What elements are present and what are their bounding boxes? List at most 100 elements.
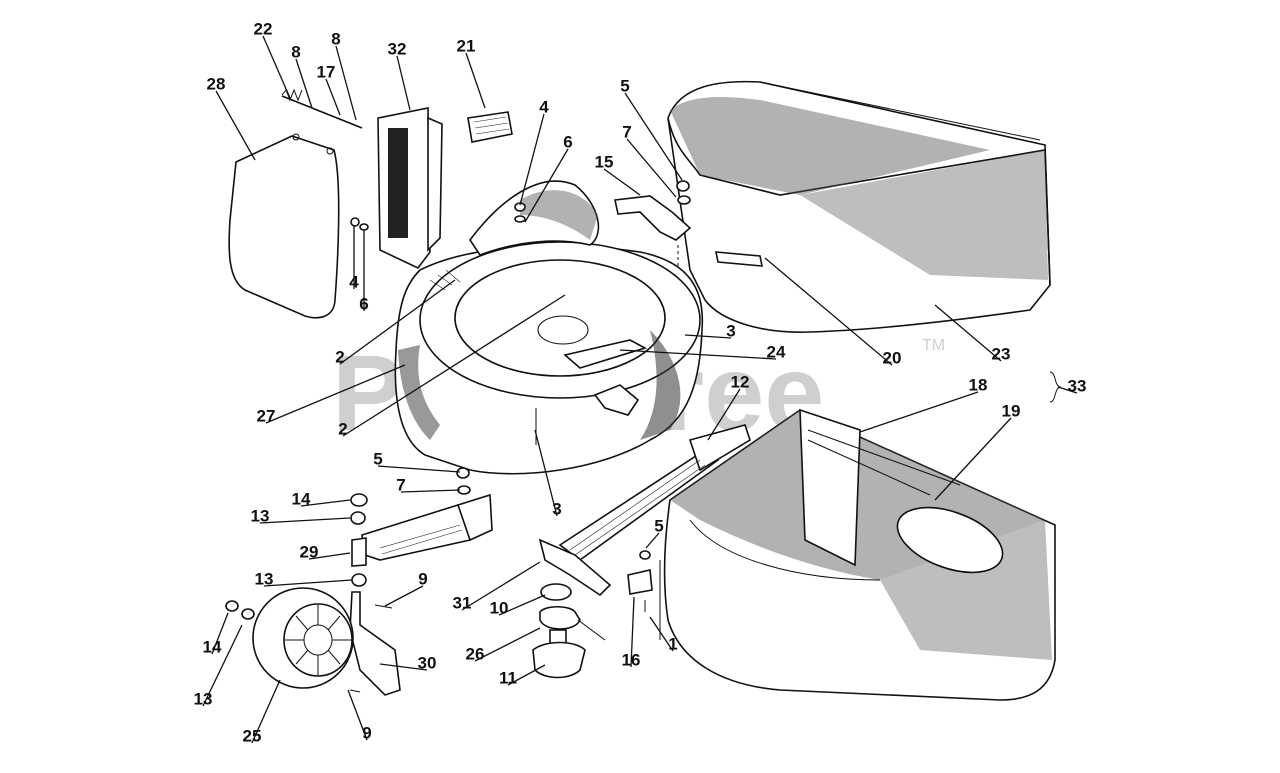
callout-c4a: 4 <box>539 97 549 116</box>
part-rod-spring <box>281 88 363 129</box>
callout-c21: 21 <box>457 36 476 55</box>
leader-line-c17 <box>325 78 341 116</box>
callout-c5a: 5 <box>620 76 629 95</box>
part-wheel <box>225 587 354 689</box>
callout-c6b: 6 <box>359 294 368 313</box>
leader-line-c21 <box>465 52 486 109</box>
leader-line-c5a <box>624 92 683 181</box>
leader-line-c33 <box>1057 386 1078 394</box>
callout-c25: 25 <box>243 726 262 745</box>
callout-c16: 16 <box>622 650 641 669</box>
leader-line-c8b <box>335 45 357 121</box>
leader-line-c22 <box>262 35 291 99</box>
callout-c3a: 3 <box>726 321 735 340</box>
callout-c27: 27 <box>257 406 276 425</box>
callout-c7a: 7 <box>622 122 631 141</box>
leader-line-c20 <box>764 257 893 366</box>
part-strip <box>715 251 763 267</box>
group-bracket-33 <box>1049 371 1062 403</box>
callout-c32: 32 <box>388 39 407 58</box>
callout-c31: 31 <box>453 593 472 612</box>
part-tag <box>467 111 513 143</box>
watermark-trademark: TM <box>922 337 945 354</box>
callout-c18: 18 <box>969 375 988 394</box>
callout-c30: 30 <box>418 653 437 672</box>
callout-c15: 15 <box>595 152 614 171</box>
callout-c23: 23 <box>992 344 1011 363</box>
callout-c24: 24 <box>767 342 786 361</box>
callout-c33: 33 <box>1068 376 1087 395</box>
callout-c14a: 14 <box>292 489 311 508</box>
part-handle-bracket <box>614 180 692 330</box>
part-small-hardware <box>350 217 369 231</box>
callout-c20: 20 <box>883 348 902 367</box>
leader-line-c4a <box>519 113 545 206</box>
part-lever <box>563 339 648 416</box>
leader-line-c1 <box>649 616 674 652</box>
callout-c11: 11 <box>499 668 517 687</box>
part-side-cover <box>228 133 340 319</box>
leader-line-c6a <box>524 148 569 223</box>
callout-c12: 12 <box>731 372 750 391</box>
part-discharge-chute <box>469 180 600 256</box>
leader-line-c5c <box>645 532 660 549</box>
part-bracket <box>377 107 443 270</box>
callout-c28: 28 <box>207 74 226 93</box>
callout-c26: 26 <box>466 644 485 663</box>
leader-line-c31 <box>461 561 541 611</box>
callout-c2b: 2 <box>338 419 347 438</box>
leader-line-c23 <box>934 304 1002 362</box>
part-grass-bag <box>659 408 1056 701</box>
callout-c29: 29 <box>300 542 319 561</box>
leader-line-c32 <box>396 55 411 111</box>
leader-line-c2b <box>342 294 566 437</box>
callout-c19: 19 <box>1002 401 1021 420</box>
part-deck-bolts <box>456 408 537 495</box>
callout-c3b: 3 <box>552 499 561 518</box>
callout-c9a: 9 <box>418 569 427 588</box>
leader-line-c2a <box>339 279 456 365</box>
callout-c13c: 13 <box>194 689 213 708</box>
part-axle-arm <box>350 493 493 587</box>
callout-c10: 10 <box>490 598 509 617</box>
leader-line-c16 <box>630 596 635 668</box>
callout-c6a: 6 <box>563 132 572 151</box>
leader-line-c7b <box>400 489 461 493</box>
leader-line-c13a <box>259 517 351 524</box>
leader-line-c9b <box>347 689 368 741</box>
leader-line-c13c <box>202 624 243 707</box>
leader-line-c30 <box>379 663 428 671</box>
leader-line-c11 <box>507 664 546 686</box>
leader-line-c19 <box>934 417 1012 501</box>
part-pivot-assembly <box>532 583 606 679</box>
callout-leaders <box>202 35 1078 744</box>
leader-line-c26 <box>474 627 541 662</box>
callout-c22: 22 <box>254 19 273 38</box>
callout-c7b: 7 <box>396 475 405 494</box>
callout-c4b: 4 <box>349 272 359 291</box>
leader-line-c3a <box>684 334 732 339</box>
leader-line-c8a <box>295 58 313 109</box>
callout-c13b: 13 <box>255 569 274 588</box>
part-height-adjuster <box>349 591 401 696</box>
callout-c14b: 14 <box>203 637 222 656</box>
part-mower-deck <box>394 241 704 475</box>
leader-line-c24 <box>619 349 777 360</box>
callout-c13a: 13 <box>251 506 270 525</box>
leader-line-c14a <box>300 499 351 507</box>
leader-line-c29 <box>308 552 351 560</box>
callout-c8a: 8 <box>291 42 300 61</box>
leader-line-c27 <box>265 364 406 424</box>
leader-line-c14b <box>211 612 229 655</box>
callout-c9b: 9 <box>362 723 371 742</box>
leader-line-c9a <box>384 585 424 607</box>
leader-line-c5b <box>377 465 461 473</box>
leader-line-c18 <box>859 391 979 433</box>
callout-c1: 1 <box>668 634 677 653</box>
leader-line-c3b <box>534 429 558 517</box>
leader-line-c15 <box>603 168 641 196</box>
leader-line-c12 <box>707 388 741 441</box>
leader-line-c28 <box>215 90 256 161</box>
